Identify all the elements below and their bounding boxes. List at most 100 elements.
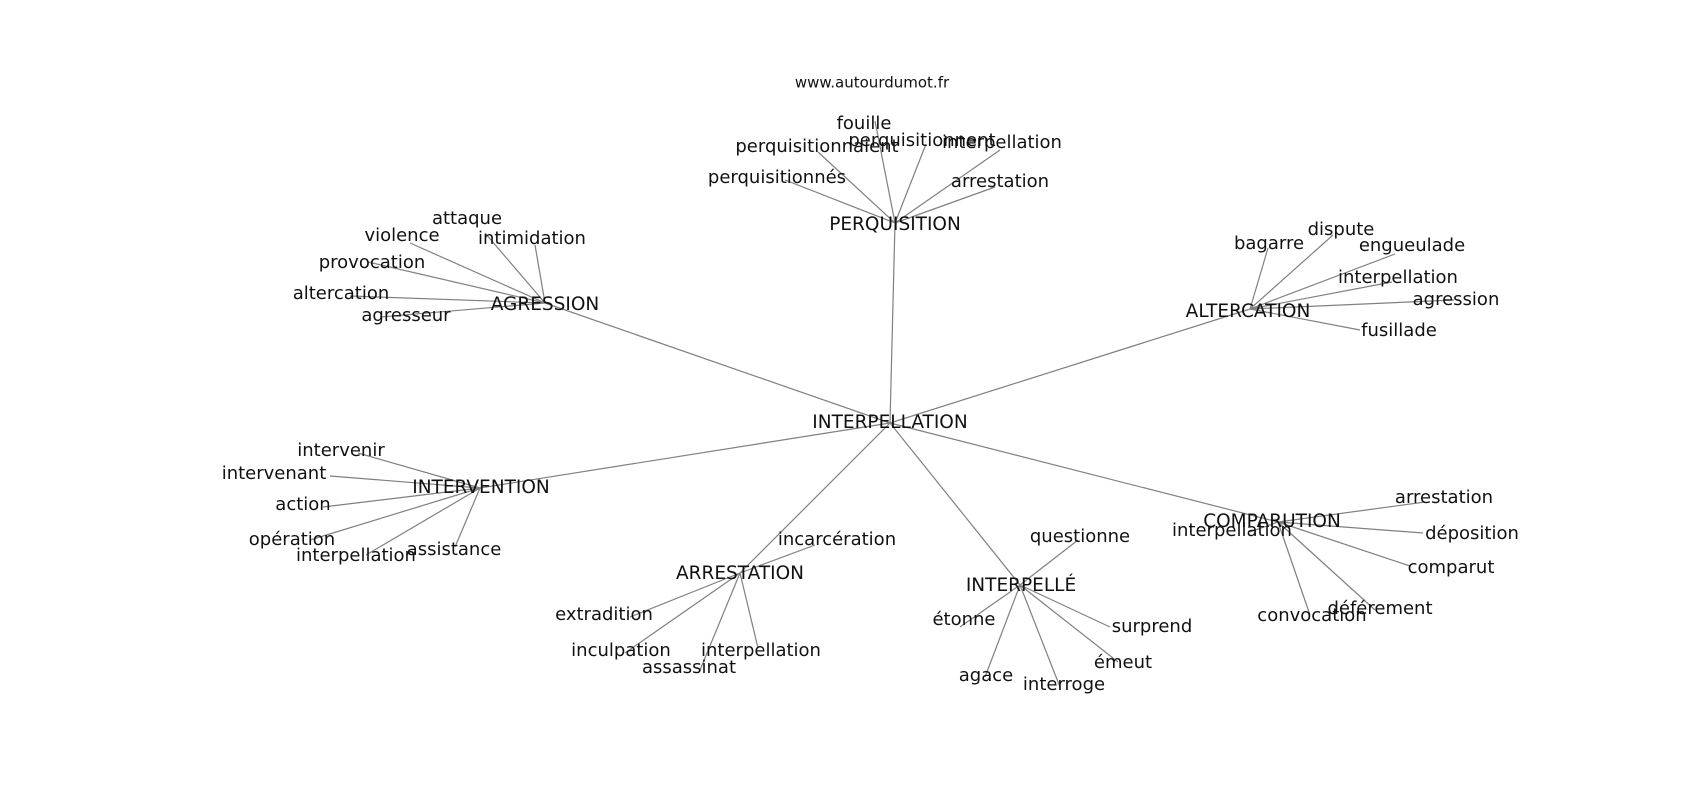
leaf-word-extradition[interactable]: extradition (555, 604, 653, 625)
leaf-word-provocation[interactable]: provocation (319, 252, 426, 273)
leaf-word-intimidation[interactable]: intimidation (478, 228, 586, 249)
edge-agression-agresseur (379, 302, 546, 318)
leaf-word-action[interactable]: action (275, 494, 330, 515)
edge-altercation-agression (1249, 299, 1455, 310)
leaf-word-attaque[interactable]: attaque (432, 208, 502, 229)
hub-word-perquisition[interactable]: PERQUISITION (829, 214, 961, 235)
edge-arrestation-inculpation (624, 572, 741, 654)
edges-layer (309, 120, 1455, 688)
leaf-word-interpellation[interactable]: interpellation (1172, 520, 1292, 541)
edge-interpelle-surprend (1019, 584, 1111, 628)
edge-interpelle-etonne (959, 584, 1021, 628)
hub-word-intervention[interactable]: INTERVENTION (412, 477, 549, 498)
hub-word-comparution[interactable]: COMPARUTION (1203, 511, 1341, 532)
edge-center-intervention (479, 422, 891, 489)
leaf-word-comparut[interactable]: comparut (1408, 557, 1495, 578)
leaf-word-interpellation[interactable]: interpellation (942, 132, 1062, 153)
leaf-word-agression[interactable]: agression (1413, 289, 1500, 310)
edge-arrestation-assassinat (699, 572, 741, 671)
edge-intervention-intervenant (329, 475, 481, 489)
leaf-word-agace[interactable]: agace (959, 665, 1013, 686)
leaf-word-fusillade[interactable]: fusillade (1361, 320, 1437, 341)
edge-perquisition-fouille (874, 120, 896, 224)
leaf-word-interpellation[interactable]: interpellation (1338, 267, 1458, 288)
edge-perquisition-arrestation (894, 186, 996, 224)
leaf-word-interpellation[interactable]: interpellation (701, 640, 821, 661)
edge-altercation-bagarre (1249, 247, 1269, 310)
edge-center-agression (544, 302, 891, 424)
leaf-word-operation[interactable]: opération (249, 529, 335, 550)
edge-altercation-engueulade (1249, 253, 1396, 310)
edge-center-altercation (889, 308, 1251, 424)
leaf-word-convocation[interactable]: convocation (1257, 605, 1366, 626)
edge-interpelle-emeut (1019, 584, 1119, 663)
leaf-word-etonne[interactable]: étonne (932, 609, 995, 630)
leaf-word-altercation[interactable]: altercation (293, 283, 390, 304)
edge-comparution-interpellation (1249, 521, 1279, 533)
edge-arrestation-extradition (629, 572, 741, 618)
leaf-word-intervenant[interactable]: intervenant (222, 463, 327, 484)
leaf-word-emeut[interactable]: émeut (1094, 652, 1152, 673)
edge-comparution-arrestation (1277, 501, 1426, 523)
leaf-word-perquisitionnent[interactable]: perquisitionnent (848, 130, 995, 151)
edge-comparution-deposition (1277, 521, 1424, 534)
leaf-word-engueulade[interactable]: engueulade (1359, 235, 1465, 256)
edge-altercation-fusillade (1249, 308, 1361, 331)
edge-perquisition-perquisitionnes (784, 179, 896, 224)
hub-word-interpelle[interactable]: INTERPELLÉ (966, 574, 1076, 596)
leaf-word-violence[interactable]: violence (364, 225, 439, 246)
leaf-word-interroge[interactable]: interroge (1023, 674, 1105, 695)
edge-intervention-assistance (454, 487, 481, 548)
leaf-word-assassinat[interactable]: assassinat (642, 657, 736, 678)
edge-agression-provocation (367, 261, 546, 304)
edge-interpelle-questionne (1019, 539, 1079, 586)
edge-arrestation-incarceration (739, 544, 816, 574)
leaf-word-perquisitionnes[interactable]: perquisitionnés (708, 167, 846, 188)
leaf-word-surprend[interactable]: surprend (1112, 616, 1193, 637)
leaf-word-arrestation[interactable]: arrestation (951, 171, 1049, 192)
labels-layer: www.autourdumot.fr INTERPELLATION PERQUI… (222, 74, 1519, 696)
edge-intervention-operation (309, 487, 481, 541)
leaf-word-bagarre[interactable]: bagarre (1234, 233, 1304, 254)
leaf-word-deposition[interactable]: déposition (1425, 523, 1519, 544)
leaf-word-dispute[interactable]: dispute (1308, 219, 1375, 240)
edge-perquisition-perquisitionnent (894, 143, 927, 224)
edge-comparution-comparut (1277, 521, 1411, 567)
leaf-word-fouille[interactable]: fouille (837, 113, 892, 134)
edge-agression-violence (409, 242, 546, 304)
edge-intervention-action (322, 487, 481, 508)
edge-comparution-deferement (1277, 521, 1376, 611)
leaf-word-deferement[interactable]: déférement (1327, 598, 1432, 619)
leaf-word-questionne[interactable]: questionne (1030, 526, 1130, 547)
leaf-word-agresseur[interactable]: agresseur (361, 305, 451, 326)
edge-intervention-intervenir (357, 452, 481, 489)
leaf-word-intervenir[interactable]: intervenir (297, 440, 385, 461)
center-word: INTERPELLATION (812, 412, 967, 433)
hub-word-altercation[interactable]: ALTERCATION (1186, 301, 1311, 322)
edge-center-arrestation (739, 422, 891, 574)
leaf-word-assistance[interactable]: assistance (407, 539, 502, 560)
leaf-word-arrestation[interactable]: arrestation (1395, 487, 1493, 508)
edge-center-perquisition (889, 222, 896, 424)
edge-agression-intimidation (534, 244, 546, 304)
leaf-word-interpellation[interactable]: interpellation (296, 545, 416, 566)
edge-intervention-interpellation (365, 487, 481, 556)
edge-agression-attaque (484, 232, 546, 304)
edge-altercation-interpellation (1249, 281, 1393, 310)
leaf-word-incarceration[interactable]: incarcération (778, 529, 896, 550)
edge-arrestation-interpellation (739, 572, 759, 649)
edge-comparution-convocation (1277, 521, 1311, 616)
edge-agression-altercation (349, 295, 546, 304)
edge-perquisition-interpellation (894, 149, 1001, 224)
hub-word-arrestation[interactable]: ARRESTATION (676, 563, 804, 584)
leaf-word-inculpation[interactable]: inculpation (571, 640, 671, 661)
hub-word-agression[interactable]: AGRESSION (491, 294, 600, 315)
edge-center-comparution (889, 422, 1279, 523)
edge-perquisition-perquisitionnaient (817, 151, 896, 224)
site-watermark[interactable]: www.autourdumot.fr (795, 74, 950, 92)
leaf-word-perquisitionnaient[interactable]: perquisitionnaient (735, 136, 898, 157)
edge-altercation-dispute (1249, 234, 1334, 310)
edge-center-interpelle (889, 422, 1021, 586)
edge-interpelle-agace (984, 584, 1021, 678)
